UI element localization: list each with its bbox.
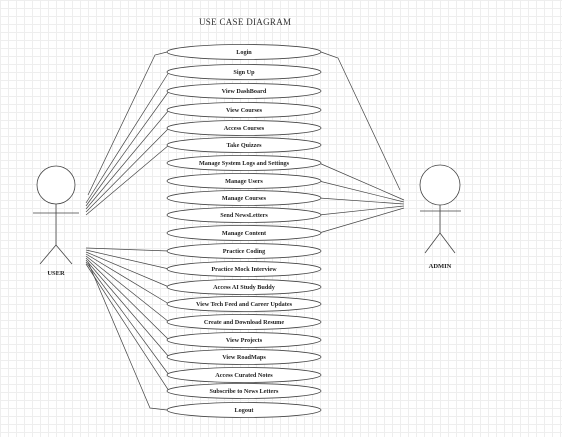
use-case-logout-ellipse	[166, 402, 322, 418]
diagram-title: USE CASE DIAGRAM	[199, 17, 291, 27]
use-case-view-projects-label: View Projects	[226, 337, 263, 344]
use-case-view-dashboard-label: View DashBoard	[222, 88, 267, 95]
admin-link-manage-users	[318, 180, 405, 203]
use-case-access-courses-label: Access Courses	[224, 125, 265, 132]
use-case-manage-users-ellipse	[166, 173, 322, 189]
admin-link-login	[320, 51, 401, 191]
user-link-access-ai-study-buddy	[85, 251, 170, 288]
admin-label: ADMIN	[429, 263, 452, 270]
admin-head	[419, 164, 461, 206]
user-left-leg	[39, 244, 57, 265]
use-case-view-roadmaps-ellipse	[166, 349, 322, 365]
admin-actor: ADMIN	[419, 164, 461, 270]
use-case-practice-mock-interview-ellipse	[166, 261, 322, 277]
use-case-view-tech-feed-and-career-updates-label: View Tech Feed and Career Updates	[196, 301, 293, 308]
use-case-login-ellipse	[166, 44, 322, 60]
user-link-access-curated-notes	[85, 261, 170, 376]
use-case-manage-content-label: Manage Content	[222, 230, 267, 237]
use-case-access-ai-study-buddy-ellipse	[166, 279, 322, 295]
user-link-view-courses	[85, 109, 170, 210]
use-case-view-roadmaps-label: View RoadMaps	[222, 354, 266, 361]
use-case-manage-courses-label: Manage Courses	[222, 195, 267, 202]
user-link-view-tech-feed-and-career-updates	[85, 253, 170, 305]
association-lines	[85, 51, 405, 411]
use-case-create-and-download-resume-ellipse	[166, 314, 322, 330]
admin-left-leg	[424, 232, 441, 254]
use-case-access-courses-ellipse	[166, 120, 322, 136]
use-case-subscribe-to-news-letters-ellipse	[166, 383, 322, 399]
use-case-view-tech-feed-and-career-updates-ellipse	[166, 296, 322, 312]
use-case-access-ai-study-buddy-label: Access AI Study Buddy	[213, 284, 276, 291]
use-case-practice-coding-label: Practice Coding	[223, 248, 266, 255]
use-case-manage-courses-ellipse	[166, 190, 322, 206]
admin-right-leg	[439, 232, 456, 254]
use-case-sign-up-ellipse	[166, 64, 322, 80]
use-case-access-curated-notes-ellipse	[166, 367, 322, 383]
user-link-view-projects	[85, 257, 170, 341]
user-link-view-dashboard	[85, 90, 170, 207]
use-case-practice-mock-interview-label: Practice Mock Interview	[211, 266, 277, 273]
user-link-logout	[87, 261, 168, 411]
user-head	[36, 165, 76, 205]
use-case-view-dashboard-ellipse	[166, 83, 322, 99]
use-case-send-newsletters-label: Send NewsLetters	[220, 212, 268, 219]
use-case-view-projects-ellipse	[166, 332, 322, 348]
use-case-send-newsletters-ellipse	[166, 207, 322, 223]
user-actor: USER	[33, 165, 79, 277]
user-link-practice-mock-interview	[85, 249, 170, 270]
use-case-take-quizzes-label: Take Quizzes	[226, 142, 262, 149]
user-link-login	[87, 51, 168, 196]
user-link-create-and-download-resume	[85, 255, 170, 323]
user-link-subscribe-to-news-letters	[85, 263, 170, 392]
admin-link-manage-content	[318, 207, 405, 234]
use-case-take-quizzes-ellipse	[166, 137, 322, 153]
user-label: USER	[47, 270, 65, 277]
user-link-take-quizzes	[85, 144, 170, 216]
use-case-manage-system-logs-and-settings-ellipse	[166, 155, 322, 171]
use-case-manage-users-label: Manage Users	[225, 178, 263, 185]
admin-link-manage-courses	[318, 197, 405, 205]
use-case-subscribe-to-news-letters-label: Subscribe to News Letters	[210, 388, 280, 395]
user-link-practice-coding	[85, 247, 170, 252]
use-case-practice-coding-ellipse	[166, 243, 322, 259]
use-case-login-label: Login	[236, 49, 252, 56]
use-case-view-courses-label: View Courses	[226, 107, 263, 114]
user-link-access-courses	[85, 127, 170, 213]
user-right-leg	[55, 244, 73, 265]
use-case-create-and-download-resume-label: Create and Download Resume	[204, 319, 284, 326]
admin-link-manage-system-logs-and-settings	[318, 162, 405, 201]
admin-link-send-newsletters	[318, 205, 405, 216]
use-case-logout-label: Logout	[235, 407, 255, 414]
use-case-manage-content-ellipse	[166, 225, 322, 241]
user-link-view-roadmaps	[85, 259, 170, 358]
use-case-sign-up-label: Sign Up	[233, 69, 255, 76]
use-case-access-curated-notes-label: Access Curated Notes	[215, 372, 273, 379]
user-link-sign-up	[85, 71, 170, 204]
use-case-view-courses-ellipse	[166, 102, 322, 118]
use-case-manage-system-logs-and-settings-label: Manage System Logs and Settings	[199, 160, 290, 167]
